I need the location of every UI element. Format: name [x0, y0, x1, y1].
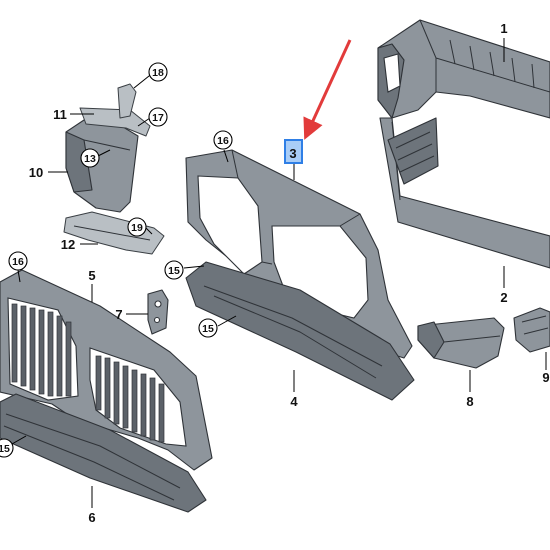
highlight-arrow [303, 39, 352, 140]
part-air-duct-10 [65, 119, 139, 213]
part-bracket-9 [513, 307, 550, 353]
circled-callout-16-left: 16 [8, 251, 28, 271]
grille-slats-left [11, 303, 72, 397]
highlight-box [284, 139, 303, 164]
part-air-guide-8 [417, 317, 505, 369]
part-bracket-11 [79, 83, 151, 137]
svg-text:15: 15 [0, 443, 10, 455]
circled-callout-16-top: 16 [213, 130, 233, 150]
circled-callout-15-top: 15 [164, 260, 184, 280]
circled-callout-15-left: 15 [0, 438, 14, 458]
callout-6: 6 [88, 510, 95, 525]
part-grille-carrier-5 [0, 269, 213, 471]
svg-text:15: 15 [202, 323, 214, 335]
part-bracket-7 [147, 289, 169, 335]
callout-2: 2 [500, 290, 507, 305]
circled-callout-19: 19 [127, 217, 147, 237]
svg-text:17: 17 [152, 112, 164, 124]
callout-4: 4 [290, 394, 298, 409]
grille-slats-right [95, 355, 165, 443]
part-radiator-support-frame [379, 117, 550, 269]
callout-labels: 1 2 3 4 5 6 7 8 9 10 11 12 [29, 21, 550, 525]
circled-callout-17: 17 [148, 107, 168, 127]
circled-callout-18: 18 [148, 62, 168, 82]
svg-text:18: 18 [152, 67, 164, 79]
callout-10: 10 [29, 165, 43, 180]
svg-text:15: 15 [168, 265, 180, 277]
part-lower-air-duct-4 [185, 261, 415, 401]
circled-callouts: 13 15 15 15 16 16 17 18 [0, 62, 233, 458]
svg-text:16: 16 [217, 135, 229, 147]
part-upper-support-beam [377, 19, 550, 119]
part-lower-grille-duct-6 [0, 393, 207, 513]
callout-3: 3 [289, 146, 296, 161]
callout-12: 12 [61, 237, 75, 252]
circled-callout-13: 13 [80, 148, 100, 168]
svg-text:16: 16 [12, 256, 24, 268]
part-cover-plate-12 [63, 211, 165, 255]
svg-text:19: 19 [131, 222, 143, 234]
callout-8: 8 [466, 394, 473, 409]
callout-9: 9 [542, 370, 549, 385]
circled-callout-15-middle: 15 [198, 318, 218, 338]
callout-11: 11 [53, 107, 67, 122]
callout-5: 5 [88, 268, 95, 283]
callout-7: 7 [115, 307, 122, 322]
callout-1: 1 [500, 21, 507, 36]
svg-text:13: 13 [84, 153, 96, 165]
